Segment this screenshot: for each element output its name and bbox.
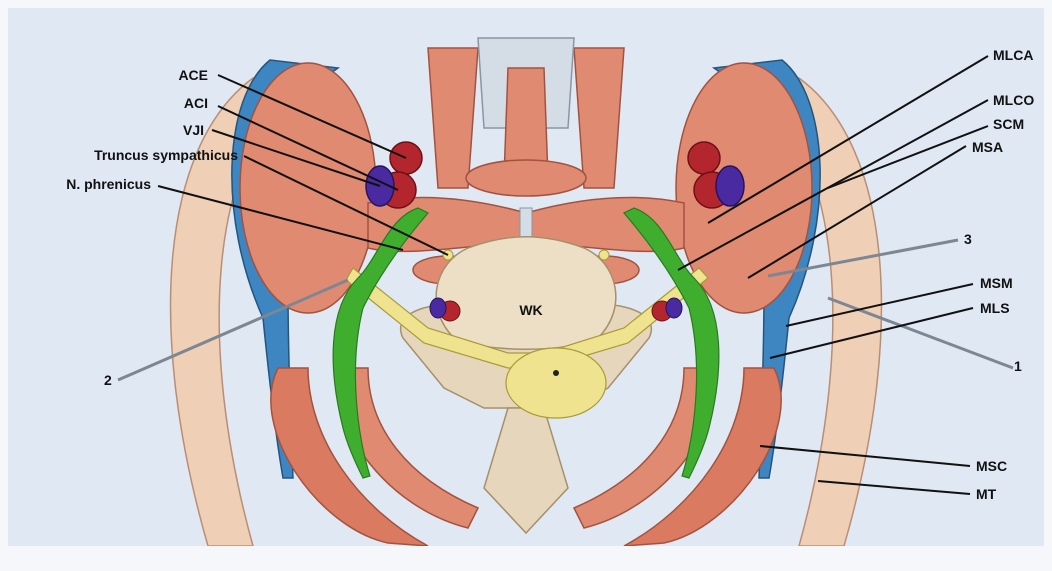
- label-truncus-sympathicus: Truncus sympathicus: [94, 147, 238, 163]
- label-ace: ACE: [178, 67, 208, 83]
- label-msa: MSA: [972, 139, 1003, 155]
- label-aci: ACI: [184, 95, 208, 111]
- label-vji: VJI: [183, 122, 204, 138]
- label-n-phrenicus: N. phrenicus: [66, 176, 151, 192]
- label-msm: MSM: [980, 275, 1013, 291]
- anterior-structures: [428, 38, 624, 196]
- needle-3-label: 3: [964, 231, 972, 247]
- needle-1-label: 1: [1014, 358, 1022, 374]
- label-scm: SCM: [993, 116, 1024, 132]
- label-mlco: MLCO: [993, 92, 1034, 108]
- label-mlca: MLCA: [993, 47, 1033, 63]
- label-wk: WK: [519, 302, 542, 318]
- cross-section-illustration: ACE ACI VJI Truncus sympathicus N. phren…: [8, 8, 1044, 546]
- needle-2-label: 2: [104, 372, 112, 388]
- label-mt: MT: [976, 486, 997, 502]
- label-msc: MSC: [976, 458, 1007, 474]
- label-mls: MLS: [980, 300, 1010, 316]
- anatomy-figure: ACE ACI VJI Truncus sympathicus N. phren…: [8, 8, 1044, 546]
